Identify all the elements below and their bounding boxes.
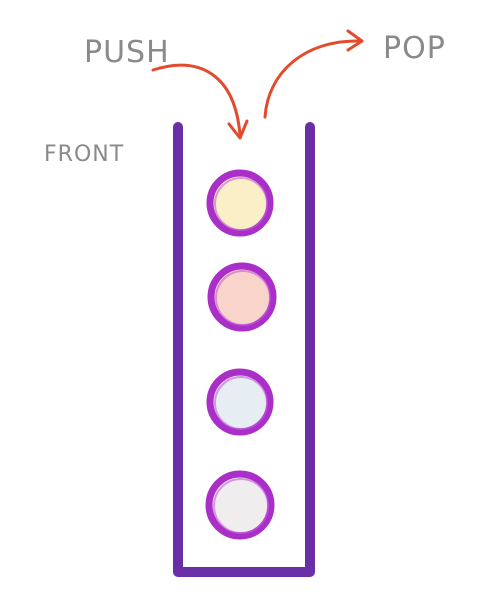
stack-ball-2 xyxy=(207,262,277,332)
push-label: PUSH xyxy=(84,35,170,70)
stack-container xyxy=(173,122,315,577)
stack-ball-2-inner-ring xyxy=(215,270,271,326)
push-arrow-shaft xyxy=(151,63,242,137)
stack-ball-1-inner-ring xyxy=(214,177,268,231)
push-arrow xyxy=(151,63,249,140)
stack-items xyxy=(205,169,277,540)
pop-label: POP xyxy=(383,31,446,66)
stack-ball-4-inner-ring xyxy=(213,478,269,534)
pop-arrow xyxy=(263,29,364,119)
front-label: FRONT xyxy=(44,142,124,167)
push-arrow-head xyxy=(227,119,249,140)
pop-arrow-shaft xyxy=(263,39,361,119)
stack-ball-3 xyxy=(206,368,274,436)
stack-ball-3-inner-ring xyxy=(214,376,268,430)
stack-ball-4 xyxy=(205,470,275,540)
stack-ball-1 xyxy=(206,169,274,237)
pop-arrow-head xyxy=(346,29,364,52)
